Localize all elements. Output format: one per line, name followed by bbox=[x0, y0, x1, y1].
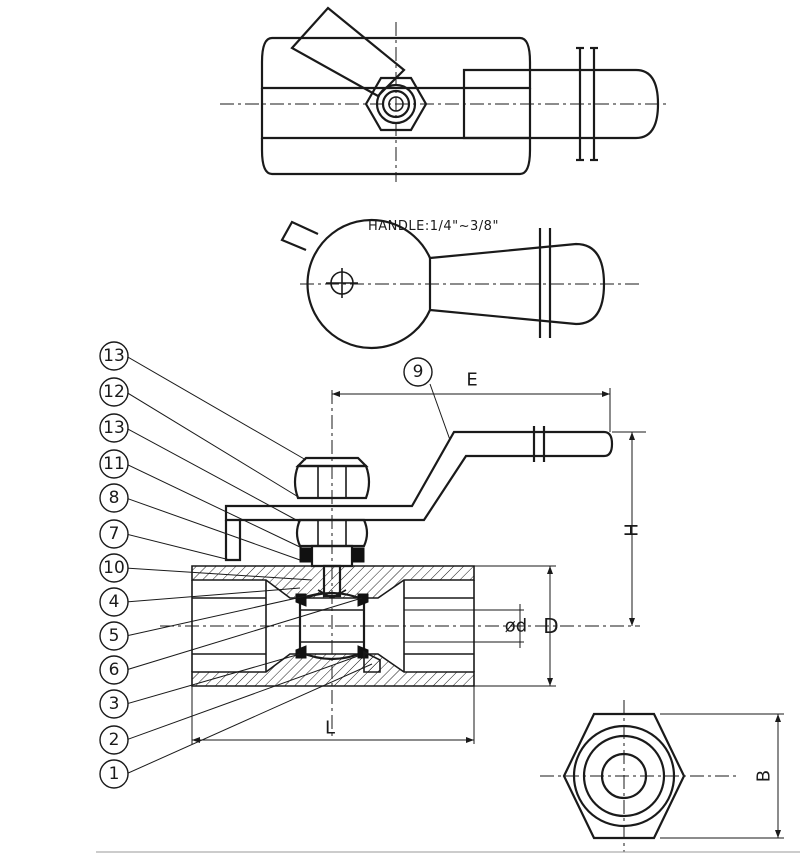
dim-e-label: E bbox=[466, 370, 477, 391]
callout-bubbles: 13 12 13 11 8 7 10 4 5 6 3 2 1 9 bbox=[99, 341, 433, 789]
callout-4: 4 bbox=[109, 592, 120, 612]
callout-13a: 13 bbox=[103, 346, 125, 366]
top-view bbox=[220, 6, 668, 182]
end-view: B bbox=[540, 700, 784, 852]
handle-detail-view: HANDLE:1/4"~3/8" bbox=[280, 218, 640, 350]
callout-13b: 13 bbox=[103, 418, 125, 438]
callout-11: 11 bbox=[103, 454, 125, 474]
callout-12: 12 bbox=[103, 382, 125, 402]
dim-d-label: D bbox=[543, 614, 558, 638]
callout-7: 7 bbox=[109, 524, 120, 544]
dim-b-label: B bbox=[754, 770, 775, 782]
callout-8: 8 bbox=[109, 488, 120, 508]
dim-h-label: H bbox=[622, 523, 643, 537]
leader-lines bbox=[125, 355, 451, 775]
callout-6: 6 bbox=[109, 660, 120, 680]
section-view: E H D ød L bbox=[160, 370, 646, 744]
callout-5: 5 bbox=[109, 626, 120, 646]
callout-3: 3 bbox=[109, 694, 120, 714]
callout-2: 2 bbox=[109, 730, 120, 750]
dim-d-bore-label: ød bbox=[505, 616, 527, 637]
callout-10: 10 bbox=[103, 558, 125, 578]
callout-9: 9 bbox=[413, 362, 424, 382]
handle-size-note: HANDLE:1/4"~3/8" bbox=[368, 219, 499, 234]
callout-1: 1 bbox=[109, 764, 120, 784]
dim-l-label: L bbox=[325, 718, 335, 739]
